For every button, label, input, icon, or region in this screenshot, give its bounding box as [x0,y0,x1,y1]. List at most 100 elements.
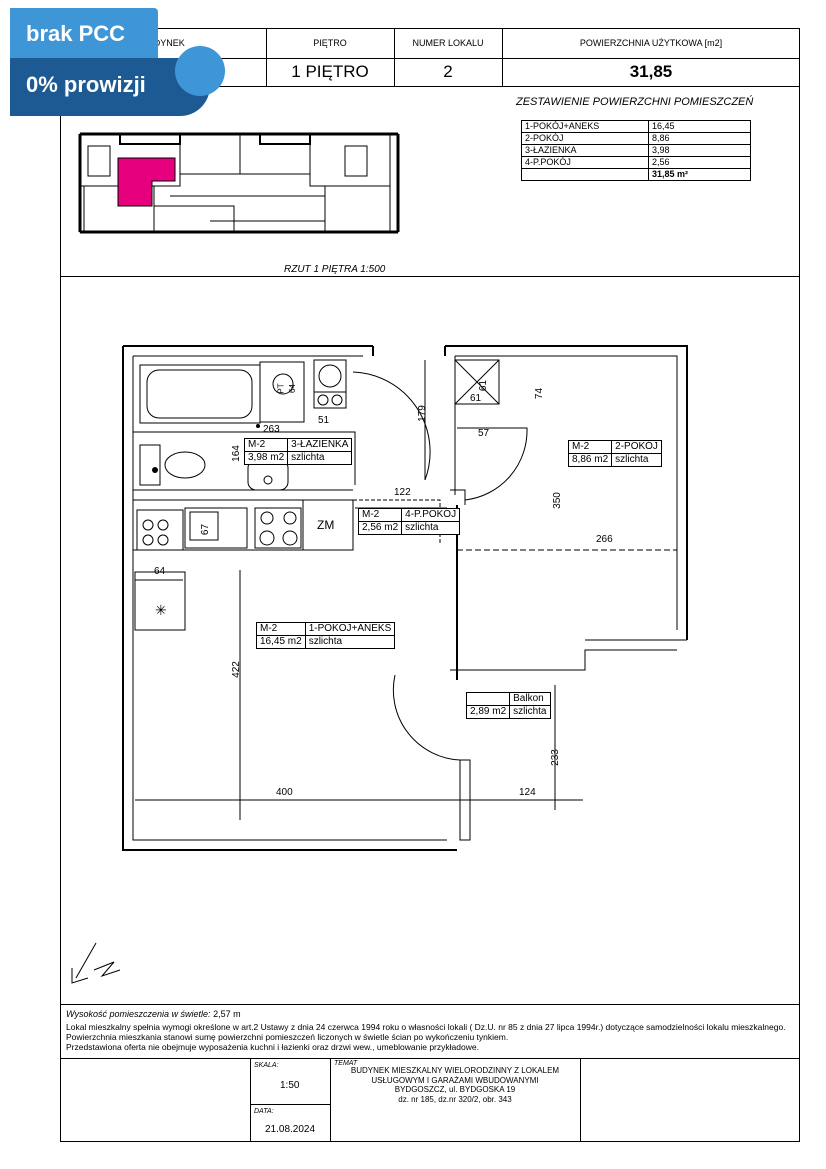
dim-164: 164 [230,445,242,462]
dim-400: 400 [276,787,293,798]
svg-text:✳: ✳ [155,602,167,618]
dim-179: 179 [416,405,428,422]
room-code: M-2 [243,438,289,452]
header-sep-1 [266,58,267,86]
room-area: 2,89 m2 [465,705,511,719]
scale-label: SKALA: [254,1062,279,1069]
dim-61b: 61 [478,379,490,392]
dim-57: 57 [478,428,490,439]
room-code: M-2 [567,440,613,454]
dim-263: 263 [263,424,280,435]
header-sep-2 [394,58,395,86]
keyplan-caption: RZUT 1 PIĘTRA 1:500 [284,264,386,275]
pcc-badge: brak PCC [10,8,158,60]
footer-note: Lokal mieszkalny spełnia wymogi określon… [66,1022,786,1032]
room-finish: szlichta [304,635,396,649]
floor-label: PIĘTRO [266,28,395,58]
header-sep-3 [502,58,503,86]
subject-line: dz. nr 185, dz.nr 320/2, obr. 343 [398,1094,512,1104]
highlighted-unit [117,157,176,207]
date-label: DATA: [254,1108,274,1115]
titleblock-sep-2 [330,1058,331,1142]
floor-value: 1 PIĘTRO [291,62,369,81]
legend-area: 2,56 [648,156,751,169]
legend-total: 31,85 m² [648,168,751,181]
room-area: 3,98 m2 [243,451,289,465]
room-code: M-2 [357,508,403,522]
building-label: BUDYNEK [60,28,267,58]
room-area: 2,56 m2 [357,521,403,535]
subject-line: BYDGOSZCZ, ul. BYDGOSKA 19 [394,1085,516,1094]
room-finish: szlichta [287,451,353,465]
room-area: 16,45 m2 [256,635,306,649]
titleblock-top [60,1058,800,1059]
legend-title: ZESTAWIENIE POWIERZCHNI POMIESZCZEŃ [516,96,754,108]
legend-room: 4-P.POKÓJ [521,156,649,169]
room-name: 2-POKÓJ [611,440,662,454]
footer-notes: Lokal mieszkalny spełnia wymogi określon… [66,1022,796,1052]
dim-64: 64 [154,566,166,577]
header-bottom-line [60,86,800,87]
badge-circle [175,46,225,96]
dim-122: 122 [394,487,411,498]
dim-422: 422 [230,661,242,678]
room-finish: szlichta [509,705,551,719]
room-name: 4-P.POKÓJ [401,508,461,522]
dim-233: 233 [549,749,561,766]
footer-divider [60,1004,800,1005]
unit-value: 2 [443,62,453,81]
height-line: Wysokość pomieszczenia w świetle: 2,57 m [66,1009,241,1019]
header-divider [60,58,800,59]
cabinet-zm: ZM [317,518,335,532]
room-name: 3-ŁAZIENKA [287,438,353,452]
subject-line: BUDYNEK MIESZKALNY WIELORODZINNY Z LOKAL… [350,1066,560,1075]
dim-74: 74 [534,387,546,400]
dim-67: 67 [200,523,212,536]
scale-value: 1:50 [280,1080,300,1091]
north-arrow-icon [71,942,121,984]
dim-64b: 64 [287,384,297,393]
area-label: POWIERZCHNIA UŻYTKOWA [m2] [579,38,723,48]
commission-badge-text: 0% prowizji [26,72,146,97]
subject-block: BUDYNEK MIESZKALNY WIELORODZINNY Z LOKAL… [330,1066,580,1104]
room-name: Balkon [509,692,551,706]
room-name: 1-POKOJ+ANEKS [304,622,396,636]
floor-plan: ✳ [122,345,688,851]
room-code: M-2 [256,622,306,636]
height-label: Wysokość pomieszczenia w świetle: [66,1009,211,1019]
dim-124: 124 [519,787,536,798]
room-finish: szlichta [611,453,662,467]
dim-266: 266 [596,534,613,545]
area-value: 31,85 [629,62,673,81]
key-plan [78,132,400,234]
dim-51: 51 [318,415,330,426]
sheet-frame [60,28,800,1142]
dim-61a: 61 [470,393,482,404]
subject-label: TEMAT [334,1060,358,1067]
subject-line: USŁUGOWYM I GARAŻAMI WBUDOWANYMI [371,1075,539,1085]
footer-note: Przedstawiona oferta nie obejmuje wyposa… [66,1042,479,1052]
dim-350: 350 [551,492,563,509]
height-value: 2,57 m [213,1009,241,1019]
titleblock-scale-sep [250,1104,330,1105]
keyplan-divider [60,276,800,277]
legend-area: 8,86 [648,132,751,145]
date-value: 21.08.2024 [265,1124,316,1135]
room-area: 8,86 m2 [567,453,613,467]
titleblock-sep-3 [580,1058,581,1142]
legend-area: 16,45 [648,120,751,133]
unit-label: NUMER LOKALU [394,28,503,58]
titleblock-sep-1 [250,1058,251,1142]
legend-total-row: 31,85 m² [521,168,751,181]
room-finish: szlichta [401,521,461,535]
